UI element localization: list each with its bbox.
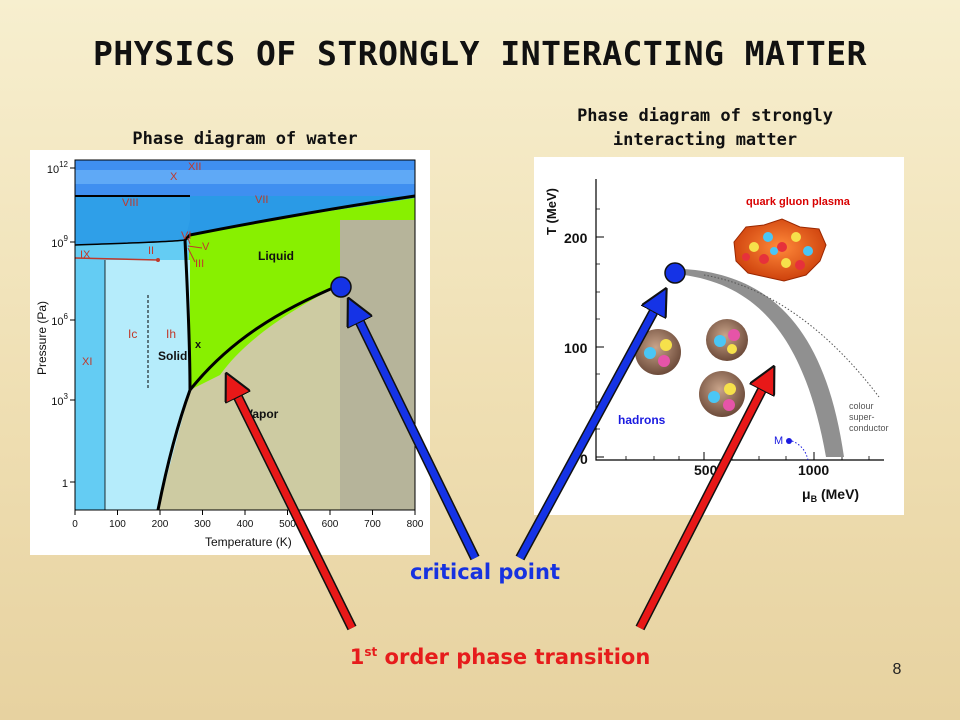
qcd-axes [595, 179, 884, 461]
marker-x-label: x [195, 339, 202, 351]
ice-xii-label: XII [188, 161, 201, 173]
m-point [786, 438, 792, 444]
critical-point-label: critical point [409, 560, 560, 584]
water-diagram-caption: Phase diagram of water [132, 129, 358, 149]
m-point-label: M [774, 435, 783, 447]
water-y-tick-label: 1012 [47, 160, 69, 176]
water-critical-point [330, 276, 352, 298]
arrow-transition-qcd [636, 378, 768, 630]
ice-viii-label: VIII [122, 197, 139, 209]
water-x-tick-label: 0 [72, 519, 78, 530]
water-x-tick-label: 700 [364, 519, 381, 530]
qcd-diagram-caption: Phase diagram of strongly interacting ma… [577, 106, 833, 150]
melting-curve-high [183, 194, 416, 242]
ice-xi-label: XI [82, 356, 92, 368]
arrow-critical-water [354, 310, 479, 560]
arrow-critical-qcd [516, 300, 660, 560]
qcd-y-axis-label: T (MeV) [544, 188, 559, 235]
ice-x-label: X [170, 171, 178, 183]
water-phase-diagram: Liquid Solid Vapor Ic Ih XI IX II III V … [30, 150, 430, 555]
water-x-tick-label: 400 [237, 519, 254, 530]
qcd-phase-diagram-svg: M quark gluon plasma hadrons colour supe… [544, 179, 889, 504]
vaporization-curve [188, 283, 341, 391]
water-x-tick-label: 800 [407, 519, 424, 530]
slide-number: 8 [892, 661, 902, 678]
ice-xii-band [75, 170, 415, 184]
liquid-label: Liquid [258, 249, 294, 263]
ice-ix-label: IX [80, 249, 91, 261]
water-y-tick-label: 1 [62, 478, 68, 490]
water-x-axis-label: Temperature (K) [205, 535, 292, 549]
qgp-quarks [742, 232, 813, 270]
ice-v-label: V [202, 241, 210, 253]
qcd-x-tick-1000: 1000 [798, 462, 829, 478]
csc-label-1: colour [849, 401, 874, 411]
qcd-x-tick-500: 500 [694, 462, 718, 478]
hadrons-label: hadrons [618, 413, 666, 427]
water-phase-diagram-svg: Liquid Solid Vapor Ic Ih XI IX II III V … [35, 159, 424, 549]
csc-label-3: conductor [849, 423, 889, 433]
water-y-tick-label: 103 [51, 392, 68, 408]
first-order-transition-label: 1st order phase transition [349, 645, 651, 669]
ice-vi-label: VI [181, 230, 191, 242]
water-y-tick-label: 106 [51, 312, 68, 328]
hadron-3 [699, 371, 745, 417]
water-x-tick-label: 300 [194, 519, 211, 530]
sublimation-curve [156, 389, 192, 511]
melting-curve [183, 239, 192, 391]
hadron-1 [635, 329, 681, 375]
ice-ih-label: Ih [166, 327, 176, 341]
water-y-tick-label: 109 [51, 234, 68, 250]
ice-viii-region [75, 196, 190, 246]
ice-ii-label: II [148, 245, 154, 257]
water-x-tick-label: 600 [322, 519, 339, 530]
water-y-ticks: 1012 109 106 103 1 [47, 160, 75, 490]
qcd-y-tick-100: 100 [564, 340, 588, 356]
transition-band [684, 269, 844, 457]
qcd-x-axis-label: μB (MeV) [802, 486, 859, 504]
solid-label: Solid [158, 349, 187, 363]
ice-vii-label: VII [255, 194, 268, 206]
water-y-axis-label: Pressure (Pa) [35, 301, 49, 375]
qgp-label: quark gluon plasma [746, 196, 851, 208]
ice-iii-label: III [195, 258, 204, 270]
water-x-ticks: 0 100 200 300 400 500 600 700 800 [72, 510, 424, 530]
water-x-tick-label: 100 [109, 519, 126, 530]
arrow-transition-water [232, 385, 356, 630]
slide-title: PHYSICS OF STRONGLY INTERACTING MATTER [93, 34, 867, 73]
ice-xi-region [75, 260, 105, 510]
water-x-tick-label: 200 [152, 519, 169, 530]
liquid-region [188, 198, 415, 390]
qcd-critical-point [664, 262, 686, 284]
qcd-y-tick-200: 200 [564, 230, 588, 246]
qcd-phase-diagram: M quark gluon plasma hadrons colour supe… [534, 157, 904, 515]
hadron-2 [706, 319, 748, 361]
water-x-tick-label: 500 [279, 519, 296, 530]
qcd-y-tick-0: 0 [580, 451, 588, 467]
csc-label-2: super- [849, 412, 875, 422]
ice-ic-label: Ic [128, 327, 137, 341]
vapor-lower-wedge [158, 390, 190, 510]
